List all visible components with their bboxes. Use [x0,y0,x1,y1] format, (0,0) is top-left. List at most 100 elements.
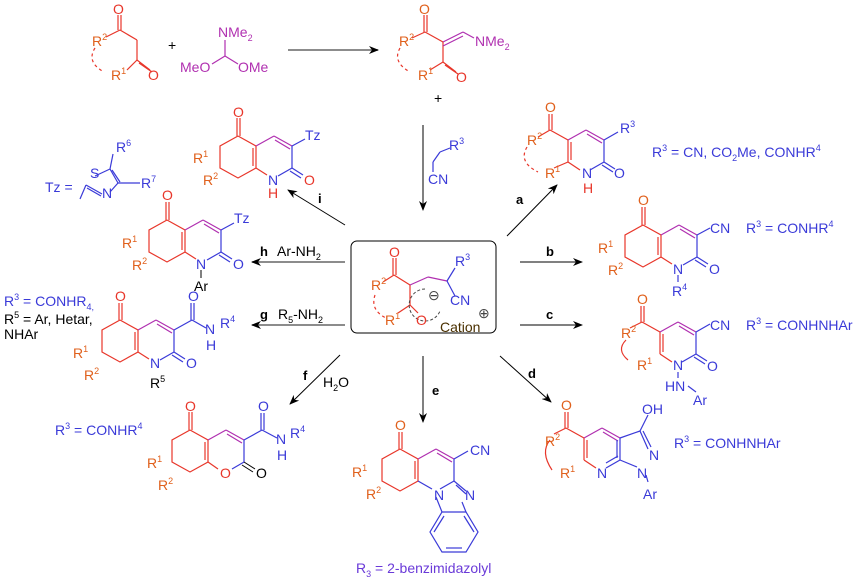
product-a: O R2 R1 R3 N H O [523,99,635,196]
product-h: O Tz N Ar O R1 R2 [122,187,250,294]
svg-text:Ar: Ar [194,278,208,294]
svg-text:N: N [102,185,112,201]
starting-diketone: O R2 R1 O [91,1,159,83]
svg-text:Tz =: Tz = [45,179,73,195]
svg-text:HN: HN [665,378,685,394]
svg-text:CN: CN [470,442,490,458]
svg-text:O: O [637,291,648,307]
svg-text:R1: R1 [637,356,652,373]
svg-text:N: N [582,165,592,181]
svg-text:R1: R1 [147,454,162,471]
svg-text:R4: R4 [672,282,687,299]
condition-b: R3 = CONHR4 [746,219,833,236]
svg-text:R2: R2 [399,32,414,49]
svg-text:R2: R2 [527,131,542,148]
enaminone-product: O R2 R1 O NMe2 [397,1,510,85]
svg-text:R1: R1 [122,234,137,251]
route-label-a: a [516,192,524,207]
product-e: O CN N N R1 R2 [352,417,490,553]
svg-text:H: H [268,185,278,201]
arrow-route-a [506,184,558,237]
svg-text:N: N [637,465,647,481]
svg-text:R1: R1 [560,464,575,481]
route-label-d: d [528,366,536,381]
oxygen-label: O [113,1,124,17]
svg-text:H: H [277,447,287,463]
svg-text:R1: R1 [352,463,367,480]
svg-text:H: H [583,180,593,196]
product-b: O CN N R4 O R1 R2 [598,192,730,299]
svg-text:R3 = CONHR4,: R3 = CONHR4, [4,292,94,312]
svg-text:CN: CN [710,220,730,236]
intermediate-frame [350,240,497,334]
svg-text:O: O [389,244,400,260]
svg-text:R2: R2 [621,324,636,341]
reagent-h: Ar-NH2 [277,243,321,262]
svg-text:S: S [90,165,99,181]
svg-text:N: N [205,321,215,337]
arrow-route-f [289,354,341,405]
svg-text:R1: R1 [385,311,400,328]
svg-text:R3: R3 [449,136,464,153]
svg-text:R2: R2 [132,256,147,273]
svg-text:R2: R2 [545,432,560,449]
positive-charge: ⊕ [478,305,490,321]
reagent-f: H2O [323,374,349,393]
svg-text:N: N [673,357,683,373]
cation-label: Cation [440,319,480,335]
svg-text:O: O [258,398,269,414]
svg-text:O: O [707,358,718,374]
svg-text:R3: R3 [620,119,635,136]
svg-text:O: O [188,288,199,304]
svg-text:Ar: Ar [643,486,657,502]
condition-c: R3 = CONHNHAr [746,316,853,333]
condition-d: R3 = CONHNHAr [674,434,781,451]
svg-text:N: N [276,431,286,447]
svg-text:O: O [233,104,244,120]
thiazole-definition: Tz = S N R6 R7 [45,138,156,201]
svg-text:N: N [268,172,278,188]
svg-text:R1: R1 [545,164,560,181]
arrow-route-d [499,355,552,403]
svg-text:MeO: MeO [180,59,210,75]
svg-text:R4: R4 [290,424,305,441]
product-d: O R2 R1 N OH N N Ar [544,397,663,502]
svg-text:O: O [419,1,430,17]
svg-text:N: N [196,256,206,272]
svg-text:N: N [673,261,683,277]
route-label-h: h [260,244,268,259]
svg-text:R7: R7 [141,174,156,191]
svg-text:O: O [162,187,173,203]
svg-text:N: N [649,447,659,463]
svg-text:O: O [220,465,231,481]
negative-charge: ⊖ [428,287,440,303]
condition-e: R3 = 2-benzimidazolyl [356,560,491,579]
svg-text:Tz: Tz [234,210,250,226]
svg-text:Tz: Tz [305,127,321,143]
product-i: O Tz N H O R1 R2 [193,104,321,201]
svg-text:R6: R6 [116,138,131,155]
svg-text:O: O [186,355,197,371]
svg-text:R5: R5 [150,374,165,391]
route-label-g: g [260,307,268,322]
svg-text:CN: CN [710,317,730,333]
svg-text:O: O [304,172,315,188]
svg-text:R2: R2 [366,485,381,502]
svg-text:O: O [456,69,467,85]
route-label-b: b [546,244,554,259]
svg-text:NMe2: NMe2 [218,24,253,43]
svg-text:O: O [545,99,556,115]
product-g: O O N H R4 N R5 O R1 R2 [73,288,235,391]
svg-text:N: N [465,487,475,503]
svg-text:R2: R2 [371,276,386,293]
arrow-route-i [287,189,346,226]
svg-text:R4: R4 [220,314,235,331]
svg-text:R1: R1 [111,66,126,83]
svg-text:O: O [416,312,427,328]
anionic-intermediate: O R2 R1 O R3 CN ⊖ ⊕ Cation [350,240,497,335]
svg-text:CN: CN [450,292,470,308]
svg-text:O: O [561,397,572,413]
svg-text:O: O [638,192,649,208]
svg-text:R1: R1 [193,149,208,166]
